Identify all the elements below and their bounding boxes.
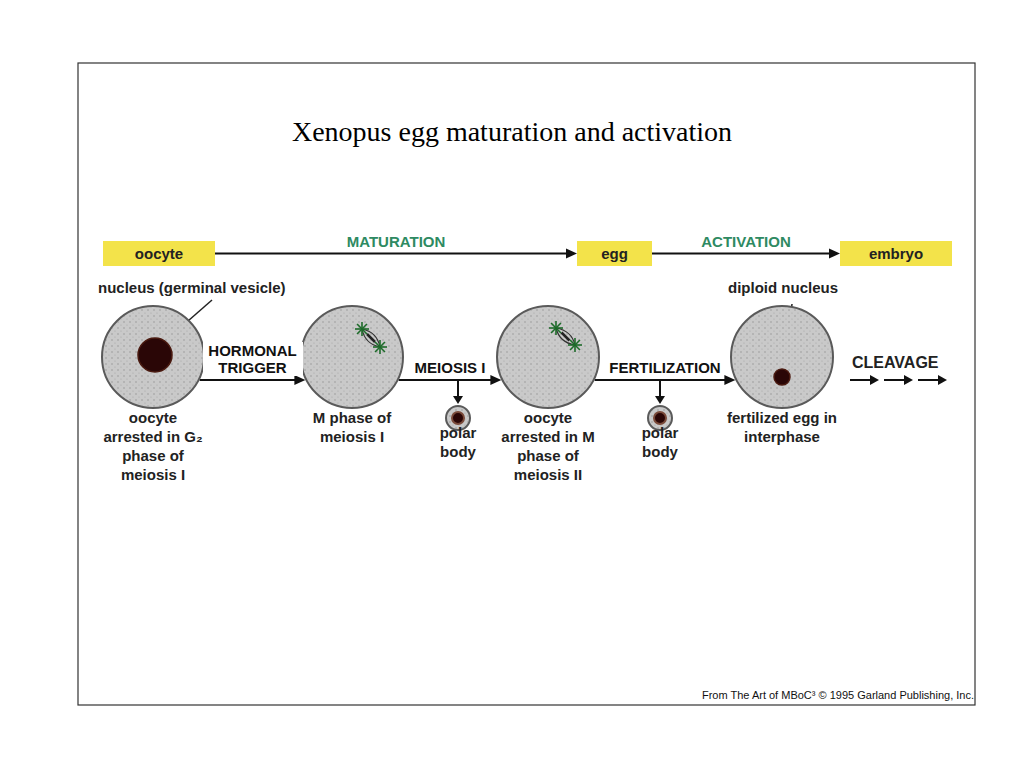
stage-box: egg xyxy=(577,241,652,266)
stage-box: embryo xyxy=(840,241,952,266)
edge-label: HORMONAL TRIGGER xyxy=(203,342,303,376)
cell-caption: oocyte arrested in G₂ phase of meiosis I xyxy=(99,408,207,484)
flow-arrow xyxy=(200,375,306,385)
flow-arrow xyxy=(652,249,840,259)
cell-outline xyxy=(494,303,602,411)
process-label: CLEAVAGE xyxy=(852,354,939,372)
cell-outline xyxy=(99,303,207,411)
cell-caption: polar body xyxy=(430,423,486,461)
slide-frame xyxy=(78,63,975,705)
callout-label: diploid nucleus xyxy=(728,279,838,296)
stage-label: oocyte xyxy=(135,245,183,262)
cell-caption: fertilized egg in interphase xyxy=(718,408,846,446)
edge-label: ACTIVATION xyxy=(699,233,792,250)
polar-body: polar body xyxy=(445,405,471,431)
flow-arrow xyxy=(595,375,736,385)
slide-title: Xenopus egg maturation and activation xyxy=(0,116,1024,148)
cell-caption: oocyte arrested in M phase of meiosis II xyxy=(496,408,600,484)
cell-circle: oocyte arrested in M phase of meiosis II xyxy=(496,305,600,409)
edge-label: FERTILIZATION xyxy=(607,359,722,376)
cell-outline xyxy=(298,303,406,411)
cell-outline xyxy=(728,303,836,411)
flow-arrow xyxy=(399,375,502,385)
cell-circle: fertilized egg in interphase xyxy=(730,305,834,409)
stage-label: embryo xyxy=(869,245,923,262)
credit-line: From The Art of MBoC³ © 1995 Garland Pub… xyxy=(702,689,974,701)
polar-body: polar body xyxy=(647,405,673,431)
edge-label: MEIOSIS I xyxy=(413,359,488,376)
cleavage-arrows xyxy=(850,375,947,385)
edge-label: MATURATION xyxy=(345,233,448,250)
cell-circle: oocyte arrested in G₂ phase of meiosis I xyxy=(101,305,205,409)
flow-arrow xyxy=(215,249,577,259)
callout-label: nucleus (germinal vesicle) xyxy=(98,279,286,296)
stage-box: oocyte xyxy=(103,241,215,266)
cell-caption: polar body xyxy=(632,423,688,461)
stage-label: egg xyxy=(601,245,628,262)
cell-circle: M phase of meiosis I xyxy=(300,305,404,409)
cell-caption: M phase of meiosis I xyxy=(300,408,404,446)
